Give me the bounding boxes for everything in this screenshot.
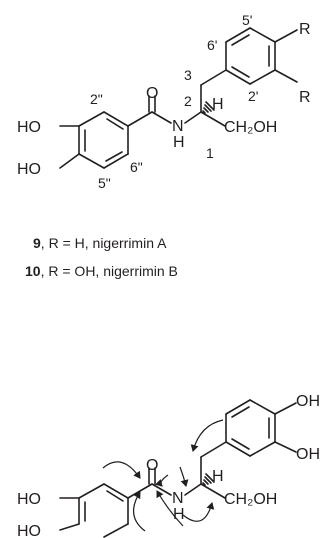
hashed-bond-h-top [202, 101, 215, 114]
hashed-bond-h-bottom [202, 473, 215, 486]
bond-c3-aryl [200, 69, 227, 86]
locant-2: 2 [184, 93, 192, 109]
locant-6p: 6' [207, 37, 217, 53]
bond-n-c2-bottom [184, 483, 202, 496]
bond-aryl-carbonyl-bottom [127, 483, 153, 499]
catechol-ring-bottom [78, 483, 129, 538]
bond-oh-lower-bottom [274, 441, 297, 453]
atom-carbonyl-o-top: O [146, 85, 158, 102]
phenyl-ring-bottom [225, 399, 276, 457]
bond-c3-aryl-bottom [200, 441, 227, 458]
locant-3: 3 [184, 67, 192, 83]
atom-ho-lower-top: HO [17, 161, 41, 178]
phenyl-ring-top [225, 27, 276, 85]
bond-aryl-carbonyl [127, 111, 153, 127]
atom-amide-n-top: N [172, 118, 184, 135]
atom-ch2oh-bottom: CH₂OH [224, 491, 277, 508]
locant-2p: 2' [248, 88, 258, 104]
atom-r-upper-top: R [299, 21, 311, 38]
bond-r-upper [274, 29, 298, 43]
atom-oh-lower-bottom: OH [296, 446, 320, 463]
compound-description-10: , R = OH, nigerrimin B [41, 263, 178, 279]
arrow-h6p-to-c3 [190, 419, 224, 452]
atom-ch2oh-top: CH₂OH [224, 119, 277, 136]
bond-r-lower [274, 69, 298, 83]
atom-oh-upper-bottom: OH [296, 393, 320, 410]
arrow-nh-to-c1 [182, 502, 215, 522]
correlation-arrows [102, 419, 224, 532]
atom-amide-h-bottom: H [173, 506, 185, 523]
caption-compound-10: 10, R = OH, nigerrimin B [25, 263, 178, 279]
atom-ho-upper-bottom: HO [17, 491, 41, 508]
structure-bottom: HO HO O N H H CH₂OH OH OH [17, 393, 320, 538]
locant-2pp: 2" [90, 91, 103, 107]
atom-carbonyl-o-bottom: O [146, 457, 158, 474]
structure-top: HO HO O N H H CH₂OH R R 2" 6" 5" 1 2 3 6… [17, 12, 311, 191]
locant-5p: 5' [242, 12, 252, 28]
locant-6pp: 6" [130, 159, 143, 175]
arrow-nh-to-carbonyl [156, 490, 184, 527]
atom-stereo-h-bottom: H [212, 468, 224, 485]
atom-ho-lower-bottom: HO [17, 523, 41, 538]
atom-amide-n-bottom: N [172, 490, 184, 507]
arrow-h6pp-to-carbonyl [133, 491, 146, 532]
compound-description-9: , R = H, nigerrimin A [41, 235, 167, 251]
bond-n-c2 [184, 111, 202, 124]
atom-amide-h-top: H [173, 134, 185, 151]
bond-c2-c1-bottom [200, 483, 226, 499]
atom-ho-upper-top: HO [17, 119, 41, 136]
bond-ho-lower [59, 153, 80, 169]
bond-carbonyl-n [151, 111, 172, 124]
arrow-h3-to-c2 [179, 466, 189, 487]
bond-oh-upper-bottom [274, 402, 297, 415]
compound-number-9: 9 [33, 235, 41, 251]
locant-1: 1 [206, 145, 214, 161]
arrow-h2pp-to-carbonyl [102, 461, 141, 479]
arrow-h2-to-carbonyl [154, 474, 169, 487]
compound-number-10: 10 [25, 263, 41, 279]
locant-5pp: 5" [98, 175, 111, 191]
bond-c2-c1 [200, 111, 226, 127]
catechol-ring-top [78, 111, 129, 169]
atom-r-lower-top: R [299, 89, 311, 106]
atom-stereo-h-top: H [212, 96, 224, 113]
bond-ho-lower-bottom [59, 523, 80, 531]
caption-compound-9: 9, R = H, nigerrimin A [33, 235, 167, 251]
